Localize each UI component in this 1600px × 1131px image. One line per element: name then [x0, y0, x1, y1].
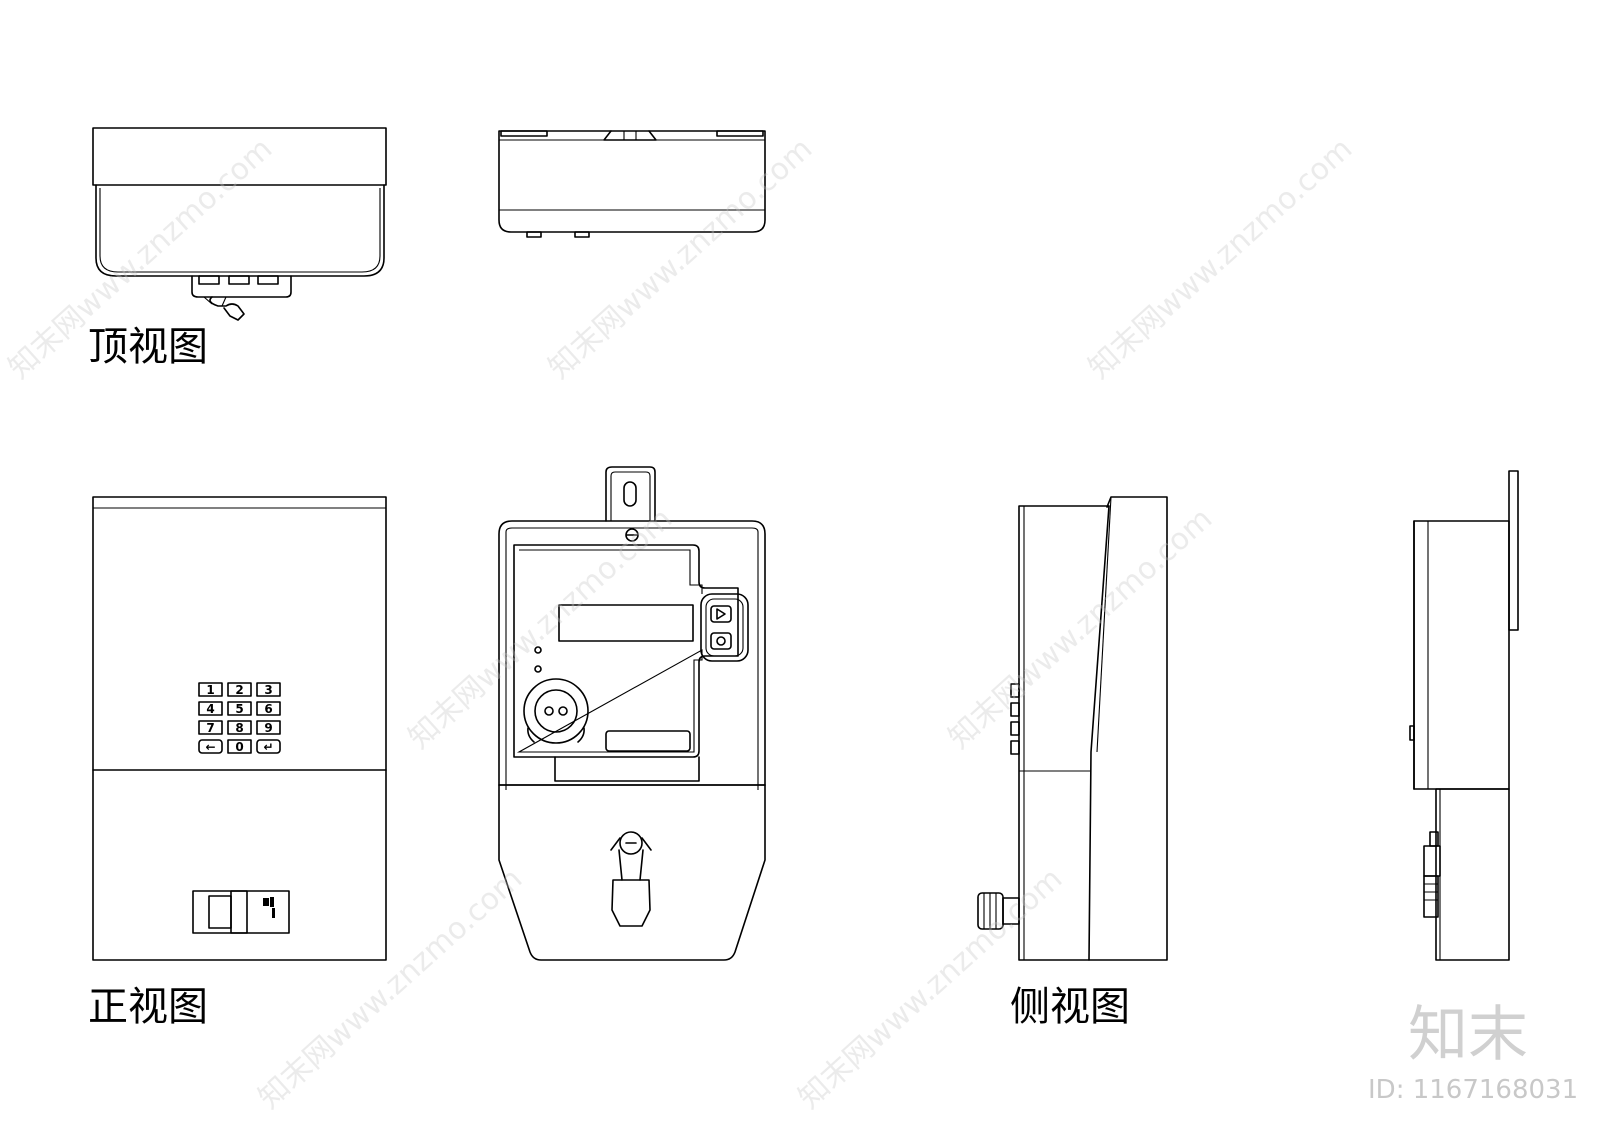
side-view-a	[977, 496, 1168, 961]
key-2: 2	[235, 683, 243, 697]
brand-logo: 知末	[1408, 1000, 1528, 1070]
watermark-3: 知末网www.znzmo.com	[1082, 131, 1359, 386]
front-view-closed: 1 2 3 4 5 6 7 8 9 ← 0 ↵	[92, 496, 387, 961]
key-back: ←	[205, 740, 215, 754]
key-0: 0	[235, 740, 243, 754]
key-8: 8	[235, 721, 243, 735]
key-6: 6	[264, 702, 272, 716]
side-view-label: 侧视图	[1010, 984, 1130, 1030]
watermark-5: 知末网www.znzmo.com	[942, 501, 1219, 756]
key-1: 1	[206, 683, 214, 697]
top-view-a	[92, 127, 387, 321]
side-view-b	[1409, 470, 1519, 961]
key-9: 9	[264, 721, 272, 735]
top-view-b	[498, 130, 766, 238]
top-view-label: 顶视图	[88, 324, 208, 370]
front-view-label: 正视图	[88, 984, 208, 1030]
watermark-4: 知末网www.znzmo.com	[402, 501, 679, 756]
key-5: 5	[235, 702, 243, 716]
front-view-open	[498, 466, 766, 961]
keypad: 1 2 3 4 5 6 7 8 9 ← 0 ↵	[198, 682, 281, 754]
drawing-id: ID: 1167168031	[1368, 1075, 1578, 1105]
key-enter: ↵	[263, 740, 273, 754]
key-3: 3	[264, 683, 272, 697]
key-4: 4	[206, 702, 214, 716]
watermark-6: 知末网www.znzmo.com	[252, 861, 529, 1116]
watermark-layer: 知末网www.znzmo.com 知末网www.znzmo.com 知末网www…	[2, 131, 1359, 1116]
key-7: 7	[206, 721, 214, 735]
watermark-2: 知末网www.znzmo.com	[542, 131, 819, 386]
